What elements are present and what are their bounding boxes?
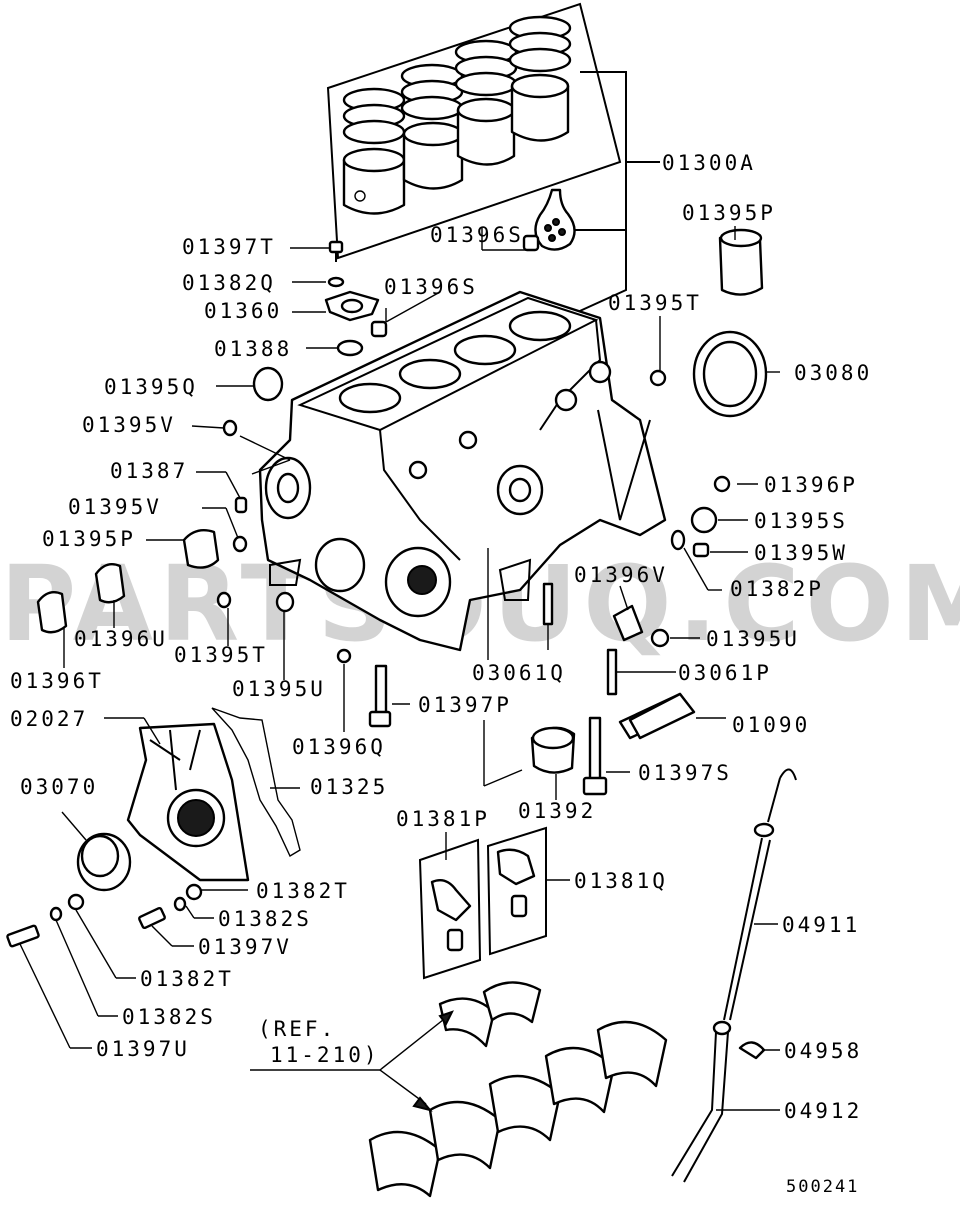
piston-set-illustration [326,2,660,321]
front-case-illustration [126,707,301,882]
label-01397S[interactable]: 01397S [638,761,732,785]
label-01382T-a[interactable]: 01382T [256,879,350,903]
plug-parts [36,228,768,664]
label-01395W[interactable]: 01395W [754,541,848,565]
label-01395U-left[interactable]: 01395U [232,677,326,701]
label-04912[interactable]: 04912 [784,1099,862,1123]
label-01396S-b[interactable]: 01396S [384,275,478,299]
pins-and-bolts [368,582,694,796]
label-01360[interactable]: 01360 [204,299,282,323]
label-01396S-a[interactable]: 01396S [430,223,524,247]
label-01325[interactable]: 01325 [310,775,388,799]
label-01396U[interactable]: 01396U [74,627,168,651]
label-01388[interactable]: 01388 [214,337,292,361]
figure-code: 500241 [786,1177,859,1197]
label-01382Q[interactable]: 01382Q [182,271,276,295]
ref-note-line1: (REF. [258,1017,336,1041]
piston-3 [454,39,518,166]
piston-4 [508,15,572,142]
label-01382S-b[interactable]: 01382S [122,1005,216,1029]
part-labels: 01300A 01395P 01396S 01397T 01382Q 01396… [10,151,872,1197]
label-01395V-a[interactable]: 01395V [82,413,176,437]
label-01397U[interactable]: 01397U [96,1037,190,1061]
label-02027[interactable]: 02027 [10,707,88,731]
label-01387[interactable]: 01387 [110,459,188,483]
label-01397V[interactable]: 01397V [198,935,292,959]
label-01396P[interactable]: 01396P [764,473,858,497]
cylinder-block-illustration [258,290,667,652]
bearing-cap-boxes [418,826,547,980]
label-01090[interactable]: 01090 [732,713,810,737]
label-03061P[interactable]: 03061P [678,661,772,685]
label-01397P[interactable]: 01397P [418,693,512,717]
oil-seal-03070 [76,832,132,892]
ref-note-line2: 11-210) [270,1043,380,1067]
label-04911[interactable]: 04911 [782,913,860,937]
label-01396T[interactable]: 01396T [10,669,104,693]
label-01396V[interactable]: 01396V [574,563,668,587]
label-01395P-top[interactable]: 01395P [682,201,776,225]
label-03070[interactable]: 03070 [20,775,98,799]
label-01382S-a[interactable]: 01382S [218,907,312,931]
label-01395S[interactable]: 01395S [754,509,848,533]
label-01395T-left[interactable]: 01395T [174,643,268,667]
oil-dipstick [671,768,797,1183]
sealant-tube-01090 [628,692,696,740]
label-01382P[interactable]: 01382P [730,577,824,601]
label-01396Q[interactable]: 01396Q [292,735,386,759]
label-03080[interactable]: 03080 [794,361,872,385]
leader-lines [19,226,780,1112]
piston-2 [400,63,464,190]
washers-and-bolts [6,883,203,948]
pin-bag-icon [534,188,576,251]
label-01395U-right[interactable]: 01395U [706,627,800,651]
label-01381P[interactable]: 01381P [396,807,490,831]
label-04958[interactable]: 04958 [784,1039,862,1063]
label-01382T-b[interactable]: 01382T [140,967,234,991]
label-01395Q[interactable]: 01395Q [104,375,198,399]
piston-1 [342,87,406,215]
label-03061Q[interactable]: 03061Q [472,661,566,685]
label-01392[interactable]: 01392 [518,799,596,823]
label-01395V-b[interactable]: 01395V [68,495,162,519]
label-01397T[interactable]: 01397T [182,235,276,259]
label-01395T-top[interactable]: 01395T [608,291,702,315]
main-bearings [368,981,668,1198]
label-01300A[interactable]: 01300A [662,151,756,175]
label-01381Q[interactable]: 01381Q [574,869,668,893]
label-01395P-left[interactable]: 01395P [42,527,136,551]
